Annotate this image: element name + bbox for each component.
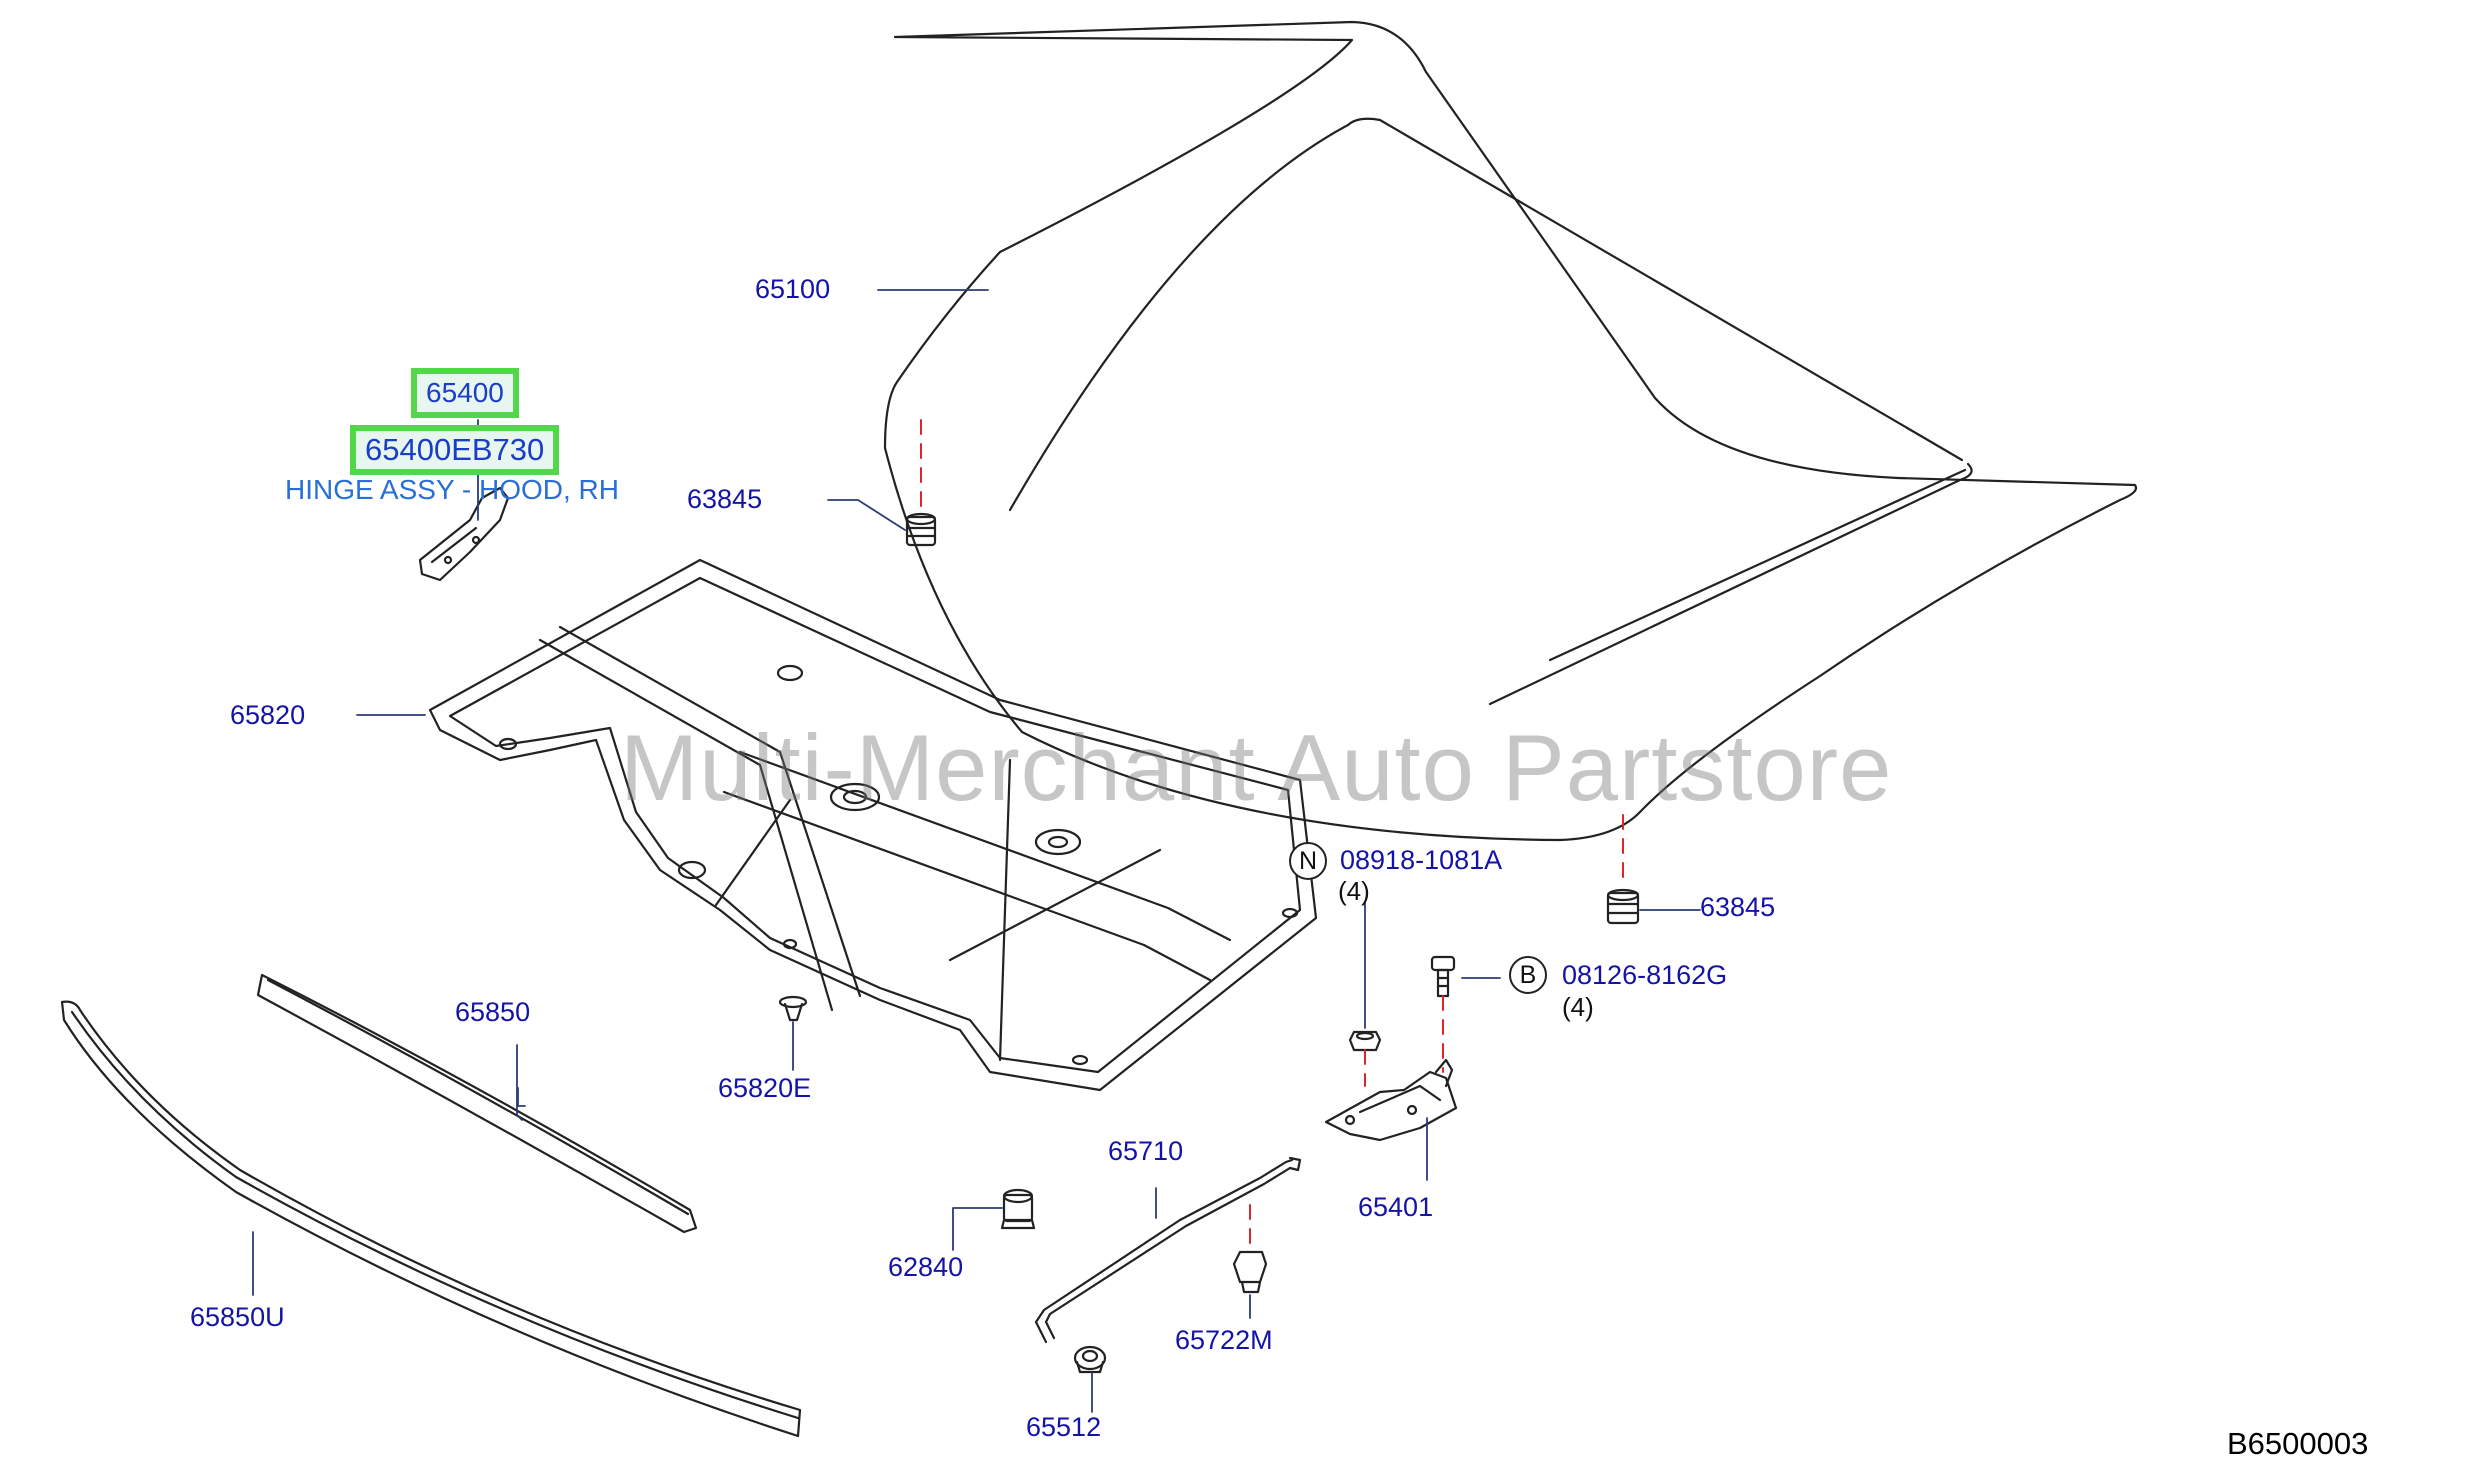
clip-65820E bbox=[778, 995, 808, 1022]
part-label-65710[interactable]: 65710 bbox=[1108, 1136, 1184, 1166]
leader-lines bbox=[252, 289, 1701, 1413]
part-label-08126-8162G[interactable]: 08126-8162G bbox=[1562, 960, 1728, 990]
grommet-65512 bbox=[1073, 1345, 1107, 1374]
part-label-08918-1081A[interactable]: 08918-1081A bbox=[1340, 845, 1503, 875]
clip-65722M bbox=[1232, 1250, 1268, 1294]
hood-lock bbox=[1324, 1058, 1458, 1142]
highlight-catalog-number[interactable]: 65400EB730 bbox=[350, 425, 560, 475]
part-label-62840[interactable]: 62840 bbox=[888, 1252, 964, 1282]
hood-insulator bbox=[428, 558, 1318, 1092]
hood-hinge-rh bbox=[418, 486, 510, 582]
nut-quantity: (4) bbox=[1338, 876, 1370, 906]
bumper-rubber-top bbox=[905, 512, 937, 547]
part-label-65722M[interactable]: 65722M bbox=[1175, 1325, 1273, 1355]
part-label-65820E[interactable]: 65820E bbox=[718, 1073, 812, 1103]
bolt-callout-letter: B bbox=[1509, 956, 1547, 994]
part-label-65100[interactable]: 65100 bbox=[755, 274, 831, 304]
diagram-code: B6500003 bbox=[2227, 1426, 2369, 1461]
part-label-65850U[interactable]: 65850U bbox=[190, 1302, 285, 1332]
assembly-dashes bbox=[920, 419, 1624, 1251]
part-label-65401[interactable]: 65401 bbox=[1358, 1192, 1434, 1222]
bumper-rubber-right bbox=[1606, 888, 1640, 925]
part-label-63845-top[interactable]: 63845 bbox=[687, 484, 763, 514]
part-label-65512[interactable]: 65512 bbox=[1026, 1412, 1102, 1442]
part-label-65820[interactable]: 65820 bbox=[230, 700, 306, 730]
nut bbox=[1348, 1030, 1382, 1052]
bolt-quantity: (4) bbox=[1562, 992, 1594, 1022]
bolt bbox=[1430, 955, 1456, 998]
front-seal bbox=[60, 1000, 802, 1438]
lock-control-cable bbox=[1034, 1156, 1302, 1344]
part-label-65850[interactable]: 65850 bbox=[455, 997, 531, 1027]
part-label-63845-right[interactable]: 63845 bbox=[1700, 892, 1776, 922]
watermark: Multi-Merchant Auto Partstore bbox=[620, 715, 1893, 820]
hood-seal bbox=[256, 973, 698, 1234]
nut-callout-letter: N bbox=[1289, 842, 1327, 880]
grommet-62840 bbox=[1000, 1188, 1036, 1230]
highlight-part-number[interactable]: 65400 bbox=[411, 368, 519, 418]
highlight-description: HINGE ASSY - HOOD, RH bbox=[285, 474, 619, 505]
